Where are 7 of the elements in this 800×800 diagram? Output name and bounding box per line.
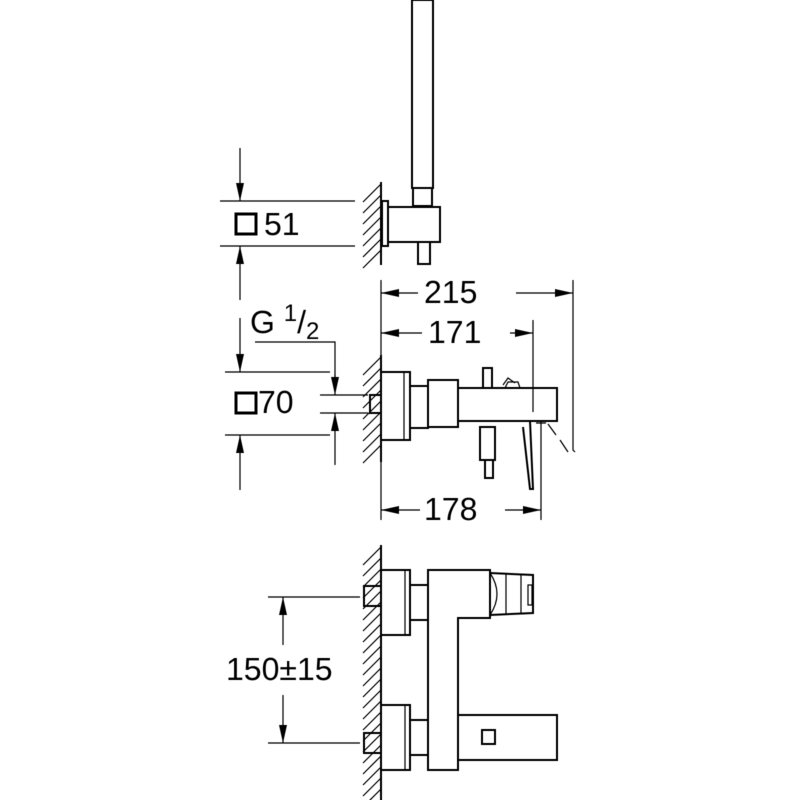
- dimension-value: 51: [264, 208, 300, 240]
- dimension-value: 70: [258, 386, 294, 418]
- dimension-value: 171: [428, 316, 482, 348]
- dimension-value: 150±15: [226, 653, 333, 685]
- dimension-value: 178: [424, 493, 478, 525]
- thread-size-label: G $^{1}$/$_{2}$: [250, 306, 320, 338]
- dimension-value: 215: [424, 276, 478, 308]
